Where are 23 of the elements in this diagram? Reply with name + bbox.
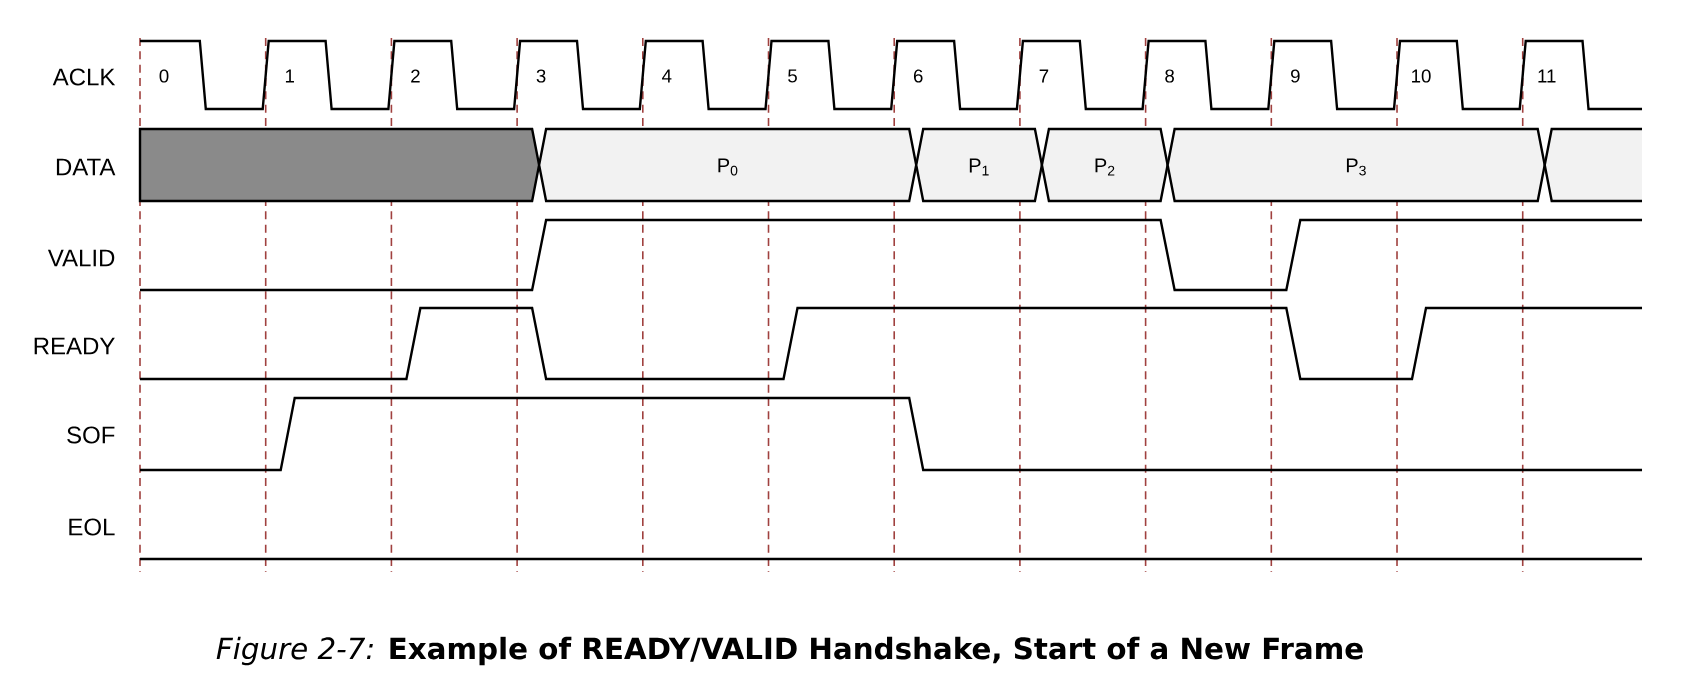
- data-label: P$_{1}$: [969, 158, 989, 176]
- signal-label: EOL: [69, 518, 115, 536]
- cycle-number: 3: [536, 69, 546, 83]
- data-label: P$_{0}$: [718, 158, 738, 176]
- signal-label: READY: [34, 337, 115, 355]
- signal-label: ACLK: [52, 68, 116, 86]
- cycle-number: 9: [1291, 69, 1300, 83]
- signal-label: VALID: [47, 249, 115, 267]
- caption: Figure 2-7: Example of READY/VALID Handshake, Start of a New Frame: [216, 636, 1363, 666]
- cycle-number: 0: [159, 69, 169, 83]
- data-label: P$_{3}$: [1346, 158, 1366, 176]
- cycle-number: 4: [662, 69, 672, 83]
- cycle-number: 2: [411, 69, 420, 83]
- cycle-number: 1: [285, 69, 294, 83]
- signal-label: DATA: [56, 158, 116, 176]
- data-label: P$_{2}$: [1095, 158, 1115, 176]
- cycle-number: 5: [788, 69, 797, 83]
- cycle-number: 7: [1039, 69, 1049, 83]
- cycle-number: 6: [913, 69, 923, 83]
- cycle-number: 11: [1538, 69, 1556, 83]
- signal-label: SOF: [67, 426, 115, 444]
- cycle-number: 8: [1165, 69, 1174, 83]
- cycle-number: 10: [1412, 69, 1431, 83]
